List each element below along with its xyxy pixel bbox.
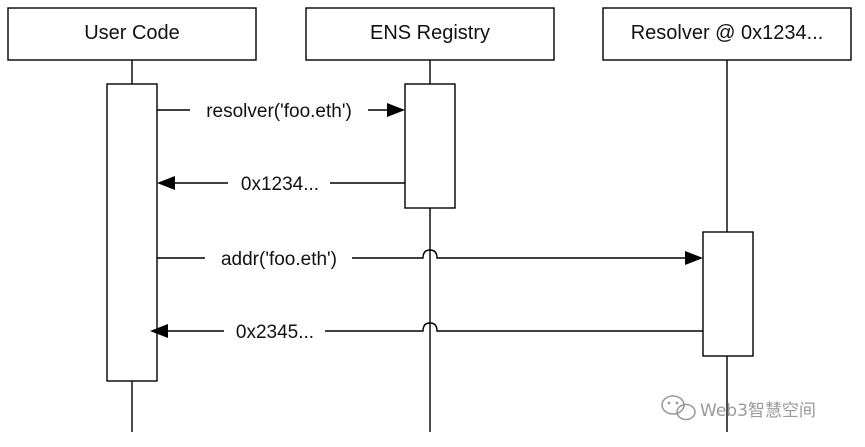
message-addr-call: addr('foo.eth') <box>157 249 703 270</box>
message-label: 0x2345... <box>236 322 314 343</box>
message-line-hop <box>352 249 686 259</box>
watermark: Web3智慧空间 <box>661 395 816 421</box>
participant-label-ens-registry: ENS Registry <box>370 22 490 44</box>
participant-resolver: Resolver @ 0x1234... <box>602 7 852 61</box>
activation-user-code <box>106 83 158 382</box>
arrowhead-left <box>150 324 168 338</box>
arrowhead-left <box>157 176 175 190</box>
message-label: addr('foo.eth') <box>221 249 337 270</box>
message-addr-return: 0x2345... <box>150 322 703 343</box>
watermark-text: Web3智慧空间 <box>700 401 816 421</box>
arrowhead-right <box>685 251 703 265</box>
participant-box-user-code <box>7 7 257 61</box>
activation-ens-registry <box>404 83 456 209</box>
message-resolver-call: resolver('foo.eth') <box>157 101 405 122</box>
participant-label-user-code: User Code <box>84 22 180 44</box>
participant-label-resolver: Resolver @ 0x1234... <box>631 22 824 44</box>
participant-user-code: User Code <box>7 7 257 61</box>
wechat-icon <box>661 395 696 421</box>
message-resolver-return: 0x1234... <box>157 174 405 195</box>
activation-resolver <box>702 231 754 357</box>
participant-box-ens-registry <box>305 7 555 61</box>
participant-ens-registry: ENS Registry <box>305 7 555 61</box>
arrowhead-right <box>387 103 405 117</box>
participant-box-resolver <box>602 7 852 61</box>
message-label: resolver('foo.eth') <box>206 101 352 122</box>
message-line-hop <box>325 322 703 332</box>
message-label: 0x1234... <box>241 174 319 195</box>
